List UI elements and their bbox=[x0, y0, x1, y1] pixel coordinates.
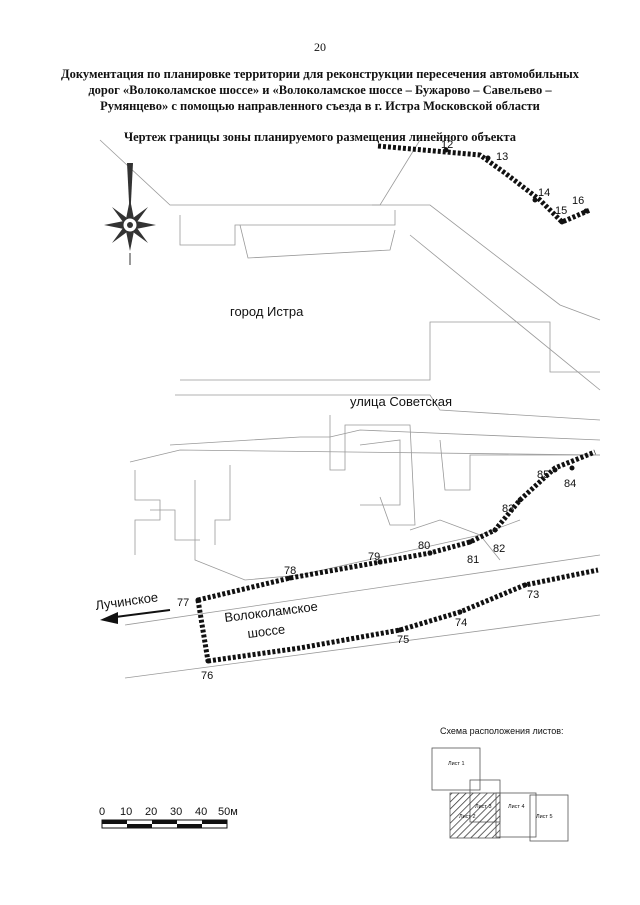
sheet-3-label: Лист 3 bbox=[475, 804, 492, 810]
sheet-4-label: Лист 4 bbox=[508, 804, 525, 810]
point-label-78: 78 bbox=[284, 565, 296, 577]
scale-tick-10: 10 bbox=[120, 806, 132, 818]
drawing-title: Чертеж границы зоны планируемого размеще… bbox=[123, 130, 517, 144]
building-outlines bbox=[99, 139, 601, 679]
scale-bar: 0 10 20 30 40 50м bbox=[99, 806, 238, 829]
point-label-75: 75 bbox=[397, 634, 409, 646]
point-label-13: 13 bbox=[496, 151, 508, 163]
scale-tick-20: 20 bbox=[145, 806, 157, 818]
road-label-line1: Волоколамское bbox=[224, 599, 319, 625]
scale-tick-30: 30 bbox=[170, 806, 182, 818]
sheet-2-label: Лист 2 bbox=[459, 814, 476, 820]
point-label-15: 15 bbox=[555, 205, 567, 217]
sheet-5-label: Лист 5 bbox=[536, 814, 553, 820]
direction-arrow-icon bbox=[100, 609, 171, 624]
point-label-12: 12 bbox=[441, 139, 453, 151]
point-label-85: 85 bbox=[537, 469, 549, 481]
city-label: город Истра bbox=[230, 304, 304, 319]
point-label-80: 80 bbox=[418, 540, 430, 552]
point-label-14: 14 bbox=[538, 187, 550, 199]
point-label-74: 74 bbox=[455, 617, 467, 629]
compass-rose-icon bbox=[104, 163, 156, 265]
boundary-north bbox=[197, 449, 596, 603]
point-label-83: 83 bbox=[502, 503, 514, 515]
direction-label: Лучинское bbox=[94, 589, 159, 613]
point-label-81: 81 bbox=[467, 554, 479, 566]
boundary-upper-right bbox=[377, 143, 591, 225]
point-label-16: 16 bbox=[572, 195, 584, 207]
sheet-scheme-title: Схема расположения листов: bbox=[440, 726, 564, 736]
point-label-77: 77 bbox=[177, 597, 189, 609]
boundary-points bbox=[195, 147, 589, 664]
road-label-line2: шоссе bbox=[247, 621, 286, 641]
point-label-82: 82 bbox=[493, 543, 505, 555]
street-label: улица Советская bbox=[350, 394, 452, 409]
point-label-84: 84 bbox=[564, 478, 576, 490]
boundary-south bbox=[207, 567, 599, 664]
point-label-73: 73 bbox=[527, 589, 539, 601]
boundary-west bbox=[195, 599, 211, 662]
point-label-79: 79 bbox=[368, 551, 380, 563]
sheet-layout-scheme: Лист 1 Лист 2 Лист 3 Лист 4 Лист 5 bbox=[431, 747, 569, 842]
scale-tick-50: 50м bbox=[218, 806, 238, 818]
point-label-76: 76 bbox=[201, 670, 213, 682]
scale-tick-0: 0 bbox=[99, 806, 105, 818]
sheet-1-label: Лист 1 bbox=[448, 761, 465, 767]
document-title: Документация по планировке территории дл… bbox=[60, 67, 580, 113]
planning-boundary bbox=[195, 143, 599, 664]
page-number: 20 bbox=[314, 40, 326, 54]
scale-tick-40: 40 bbox=[195, 806, 207, 818]
